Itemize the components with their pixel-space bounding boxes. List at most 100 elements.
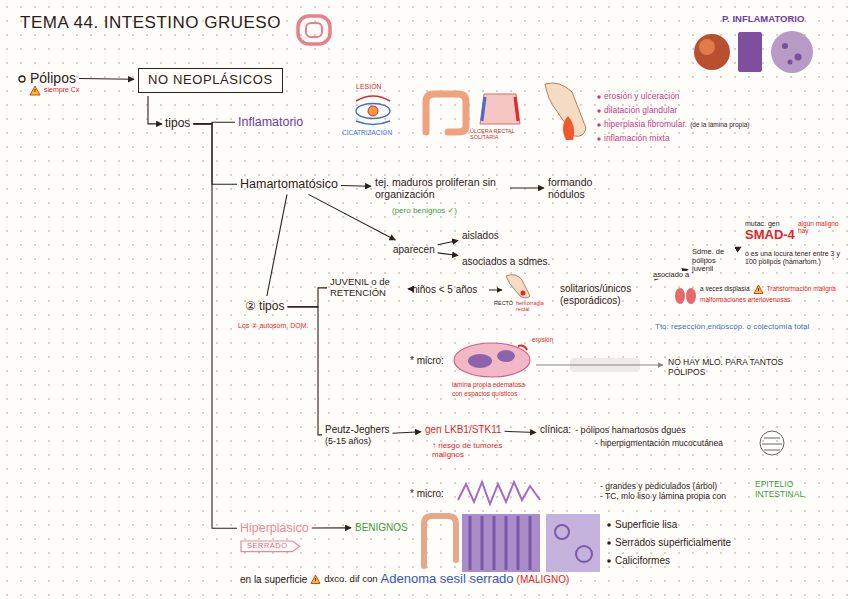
erosion-mark: [518, 346, 527, 351]
connector: [193, 124, 237, 528]
connector: [193, 124, 237, 184]
node-text: Hiperplásico: [240, 521, 309, 535]
node-text: tej. maduros proliferan sin organización: [375, 176, 507, 200]
note-label: ÚLCERA RECTAL SOLITARIA: [470, 128, 522, 141]
colon-icon: [298, 16, 330, 44]
connector: [341, 185, 371, 187]
histology-photo: [546, 514, 600, 572]
node-text: Inflamatorio: [238, 115, 303, 129]
bullet-dot: [19, 76, 25, 82]
heading-box: NO NEOPLÁSICOS: [138, 68, 283, 93]
node-text: EPITELIO INTESTINAL: [755, 480, 825, 500]
node-text: SMAD-4: [745, 228, 795, 243]
warning-triangle: [311, 575, 320, 584]
node-text: asociados a sdmes.: [462, 256, 550, 268]
node-text: niños < 5 años: [412, 284, 477, 296]
colon-drawing: [426, 94, 520, 132]
note-node: niños < 5 años: [412, 284, 477, 296]
warning-mark: [315, 578, 316, 581]
arrow-line: [489, 290, 502, 291]
bullet-dot: [597, 95, 600, 98]
histology-photo: [771, 31, 813, 73]
gland-dot: [795, 54, 802, 61]
gene-node: mutac. genSMAD-4: [745, 220, 795, 243]
polyp-section: [454, 343, 530, 377]
note-label: LESIÓN: [356, 83, 382, 91]
note-node: - grandes y pediculados (árbol)- TC, mlo…: [600, 482, 726, 502]
note-label: siempre Cx: [44, 86, 79, 94]
connector: [505, 431, 536, 432]
polyp-drawing: [545, 83, 586, 140]
connector: [740, 246, 741, 247]
topic-node: Pólipos: [30, 70, 76, 86]
note-label: inflamación mixta: [604, 134, 670, 144]
node-text: Sdme. de pólipos juvenil: [692, 248, 738, 274]
micro-node: * micro:: [410, 488, 444, 500]
rectum-wall: [515, 97, 518, 121]
node-text: gen LKB1/STK11: [425, 424, 502, 436]
pigment-stripe: [764, 450, 780, 451]
node-text: aislados: [462, 230, 499, 242]
connector: [408, 288, 409, 289]
warning-triangle: [754, 285, 763, 294]
rectum-wall: [482, 97, 485, 121]
note-label: Los ② autosom. DOM.: [238, 322, 308, 330]
note-label: Serrados superficialmente: [615, 537, 731, 549]
text-row: a veces displasia Transformación maligna: [700, 284, 836, 294]
node-text: solitarios/únicos (esporádicos): [560, 283, 656, 306]
note-label: hiperplasia fibromular.: [604, 120, 687, 130]
connector: [308, 194, 395, 240]
node-text: formando nódulos: [548, 176, 610, 200]
note-label: con espacios quísticos: [452, 390, 517, 397]
note-node: solitarios/únicos (esporádicos): [560, 283, 656, 306]
subtype-node: Peutz-Jeghers(5-15 años): [325, 424, 389, 446]
bullet-dot: [597, 137, 600, 140]
bullet-dot: [597, 109, 600, 112]
type-node: Hamartomatósico: [240, 177, 338, 191]
arborizing-glands: [458, 482, 540, 504]
pigment-stripe: [764, 438, 780, 439]
node-text: NO HAY MLO. PARA TANTOS PÓLIPOS: [668, 358, 810, 378]
type-node: Inflamatorio: [238, 115, 303, 129]
note-label: ↑ riesgo de tumores malignos: [432, 441, 512, 459]
text-row: hiperplasia fibromular.(de la lámina pro…: [604, 120, 749, 130]
note-label: algún maligno hay: [798, 220, 842, 235]
note-label: (de la lámina propia): [690, 121, 749, 128]
peutz-micro-drawing: [458, 431, 784, 504]
node-text: - hiperpigmentación mucocutánea: [595, 439, 723, 449]
note-label: dilatación glandular: [604, 106, 677, 116]
note-label: Transformación maligna: [767, 285, 836, 292]
lesion-scar-icon: [356, 96, 390, 125]
note-label: CICATRIZACIÓN: [342, 129, 392, 136]
note-label: en la superficie: [240, 574, 307, 586]
connector: [267, 194, 287, 296]
ulcer-flame: [563, 116, 574, 140]
lung: [686, 288, 696, 304]
gland-dot: [782, 43, 788, 49]
rectum-sketch: [489, 275, 530, 298]
note-node: aislados: [462, 230, 499, 242]
histology-photo: [738, 32, 762, 72]
note-label: P. INFLAMATORIO: [722, 14, 804, 25]
node-text: NO NEOPLÁSICOS: [148, 73, 273, 88]
warning-icon: [30, 86, 40, 95]
pigment-stripe: [762, 444, 782, 445]
node-text: BENIGNOS: [355, 522, 408, 534]
connector: [510, 188, 544, 189]
note-node: EPITELIO INTESTINAL: [755, 480, 825, 500]
note-label: a veces displasia: [700, 285, 750, 292]
note-node: tej. maduros proliferan sin organización: [375, 176, 507, 200]
clinic-node: clínica:- pólipos hamartosos dgues- hipe…: [540, 424, 723, 448]
note-label: Caliciformes: [615, 555, 670, 567]
bullet-dot: [607, 523, 611, 527]
flag-shape: [241, 541, 300, 552]
lungs-icon: [675, 288, 696, 304]
warning-triangle: [30, 86, 40, 95]
note-label: ó es una locura tener entre 3 y 100 póli…: [745, 250, 845, 266]
micro-node: * micro:: [410, 355, 444, 367]
note-node: NO HAY MLO. PARA TANTOS PÓLIPOS: [668, 358, 810, 378]
connector: [79, 78, 134, 80]
note-label: (MALIGNO): [517, 574, 570, 586]
endoscopy-photo: [694, 34, 730, 70]
connector: [392, 432, 421, 433]
